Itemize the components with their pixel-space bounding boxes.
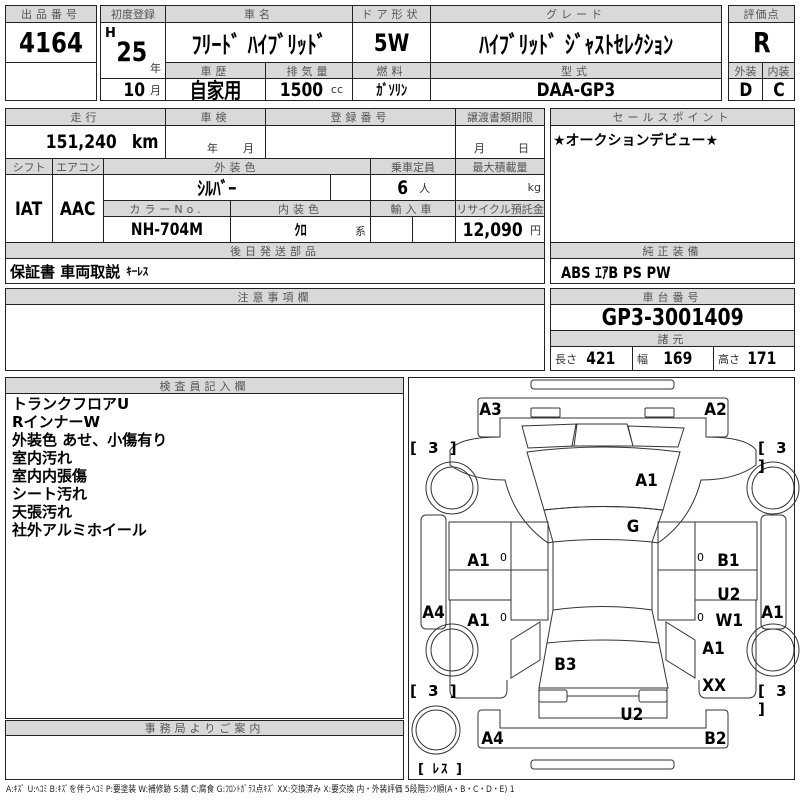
damage-mark: B2 — [704, 729, 727, 749]
damage-mark: A1 — [702, 639, 725, 659]
aircon-label: エアコン — [52, 158, 104, 175]
legend: A:ｷｽﾞ U:ﾍｺﾐ B:ｷｽﾞを伴うﾍｺﾐ P:要塗装 W:補修跡 S:錆 … — [6, 785, 515, 795]
damage-mark: W1 — [715, 611, 744, 631]
zero-mark: 0 — [697, 551, 704, 564]
tire-tread-fr: [ 3 ] — [758, 439, 790, 475]
sales-point: ★オークションデビュー★ — [550, 125, 795, 243]
grade: ﾊｲﾌﾞﾘｯﾄﾞ ｼﾞｬｽﾄｾﾚｸｼｮﾝ — [430, 22, 722, 63]
damage-mark: A2 — [704, 400, 727, 420]
interior-score: C — [762, 78, 795, 101]
later-parts: 保証書 車両取説ｷｰﾚｽ — [5, 258, 545, 284]
inspector-line: シート汚れ — [12, 485, 88, 503]
damage-mark: A4 — [481, 729, 504, 749]
interior-color: ｸﾛ系 — [230, 216, 371, 243]
lot-empty — [5, 62, 97, 101]
zero-mark: 0 — [500, 611, 507, 624]
zero-mark: 0 — [697, 611, 704, 624]
mileage-label: 走行 — [5, 108, 166, 126]
zero-mark: 0 — [500, 551, 507, 564]
exterior-color-extra — [330, 174, 371, 201]
registration-no — [265, 125, 456, 159]
tire-tread-fl: [ 3 ] — [410, 439, 460, 457]
chassis-number: GP3-3001409 — [550, 304, 795, 331]
aircon: AAC — [52, 174, 104, 243]
door-type: 5W — [352, 22, 431, 63]
score-label: 評価点 — [728, 5, 795, 23]
damage-mark: A1 — [635, 471, 658, 491]
inspector-line: 室内汚れ — [12, 449, 73, 467]
color-no: NH-704M — [103, 216, 231, 243]
sales-point-label: セールスポイント — [550, 108, 795, 126]
inspector-label: 検査員記入欄 — [5, 377, 404, 394]
inspector-line: RインナーW — [12, 413, 101, 431]
exterior-score: D — [728, 78, 763, 101]
equipment-label: 純正装備 — [550, 242, 795, 259]
fuel: ｶﾞｿﾘﾝ — [352, 78, 431, 101]
inspector-line: トランクフロアU — [12, 395, 130, 413]
spare-tire: [ ﾚｽ ] — [418, 762, 464, 777]
inspector-line: 社外アルミホイール — [12, 521, 147, 539]
damage-mark: A1 — [467, 611, 490, 631]
model: DAA-GP3 — [430, 78, 722, 101]
damage-mark: U2 — [717, 585, 741, 605]
office-notice — [5, 735, 404, 780]
equipment: ABS ｴｱB PS PW — [550, 258, 795, 284]
capacity-label: 乗車定員 — [370, 158, 456, 175]
door-label: ドア形状 — [352, 5, 431, 23]
history-label: 車歴 — [165, 62, 266, 79]
transfer-deadline-label: 譲渡書類期限 — [455, 108, 545, 126]
max-load: kg — [455, 174, 545, 201]
recycle-label: リサイクル預託金 — [455, 200, 545, 217]
damage-mark: XX — [702, 676, 726, 696]
transfer-deadline: 月日 — [455, 125, 545, 159]
damage-mark: B3 — [554, 655, 577, 675]
inspector-line: 室内内張傷 — [12, 467, 88, 485]
damage-mark: A1 — [761, 603, 784, 623]
tire-tread-rl: [ 3 ] — [410, 682, 460, 700]
color-no-label: カラーNo. — [103, 200, 231, 217]
inspection-label: 車検 — [165, 108, 266, 126]
inspector-comments: トランクフロアU RインナーW 外装色 あせ、小傷有り 室内汚れ 室内内張傷 シ… — [5, 393, 404, 719]
damage-mark: U2 — [620, 705, 644, 725]
inspector-line: 外装色 あせ、小傷有り — [12, 431, 168, 449]
damage-mark: B1 — [717, 551, 740, 571]
damage-mark: A3 — [479, 400, 502, 420]
score: R — [728, 22, 795, 63]
interior-color-label: 内装色 — [230, 200, 371, 217]
lot-number: 4164 — [5, 22, 97, 63]
damage-mark: A1 — [467, 551, 490, 571]
damage-mark: A4 — [422, 603, 445, 623]
history: 自家用 — [165, 78, 266, 101]
tire-tread-rr: [ 3 ] — [758, 682, 790, 718]
inspector-line: 天張汚れ — [12, 503, 73, 521]
damage-mark: G — [626, 517, 640, 537]
notes — [5, 304, 545, 371]
damage-diagram — [408, 377, 795, 780]
inspection-date: 年月 — [165, 125, 266, 159]
exterior-score-label: 外装 — [728, 62, 763, 79]
